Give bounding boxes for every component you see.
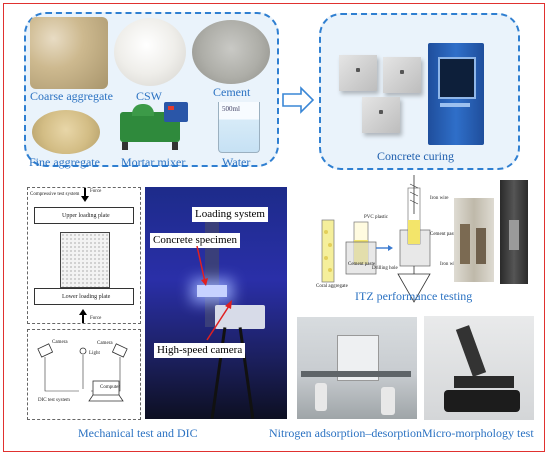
drilling-hole-label: Drilling hole [372, 266, 398, 271]
concrete-specimen-label: Concrete specimen [150, 233, 240, 248]
camera-left-label: Camera [52, 340, 68, 345]
curing-chamber-photo [428, 43, 484, 145]
nitrogen-adsorption-photo [297, 317, 417, 419]
force-bottom-label: Force [90, 316, 102, 321]
dic-system-label: DIC test system [38, 398, 70, 403]
itz-fixture-photo [500, 180, 528, 284]
specimen-pointer-icon [196, 246, 208, 286]
camera-pointer-icon [206, 300, 232, 341]
camera-right-label: Camera [97, 341, 113, 346]
itz-caption: ITZ performance testing [355, 289, 473, 303]
itz-sample-photo [454, 198, 494, 282]
coarse-aggregate-label: Coarse aggregate [30, 89, 113, 103]
fine-aggregate-label: Fine aggregate [29, 155, 100, 169]
micro-morphology-caption: Micro-morphology test [422, 426, 534, 440]
outer-frame [3, 3, 545, 452]
iron-wire-bottom-label: Iron wire [440, 262, 459, 267]
light-label: Light [89, 351, 100, 356]
force-top-arrow-icon [81, 188, 89, 202]
concrete-cube-1 [339, 55, 377, 91]
concrete-cube-2 [383, 57, 421, 93]
upper-plate-label: Upper loading plate [62, 213, 110, 219]
cement-paste-label-2: Cement paste [430, 232, 458, 237]
process-arrow-icon [282, 86, 315, 114]
compressive-system-label: Compressive test system [30, 192, 80, 197]
mortar-mixer-photo [112, 98, 204, 154]
force-top-label: Force [90, 189, 102, 194]
fine-aggregate-photo [32, 110, 100, 154]
cement-label: Cement [213, 85, 251, 99]
mortar-mixer-label: Mortar mixer [121, 155, 186, 169]
pvc-plastic-label: PVC plastic [364, 215, 389, 220]
loading-system-photo [145, 187, 287, 419]
water-label: Water [222, 155, 251, 169]
cement-photo [192, 20, 270, 84]
compressive-system-box [27, 187, 141, 324]
upper-loading-plate [34, 207, 134, 224]
iron-wire-top-label: Iron wire [430, 196, 449, 201]
csw-photo [114, 18, 186, 86]
micro-morphology-photo [424, 316, 534, 420]
mechanical-test-caption: Mechanical test and DIC [78, 426, 198, 440]
cement-paste-label-1: Cement paste [348, 262, 376, 267]
force-bottom-arrow-icon [79, 309, 87, 323]
nitrogen-caption: Nitrogen adsorption–desorption [269, 426, 422, 440]
concrete-specimen-sketch [60, 232, 110, 288]
water-beaker-photo: 500ml [212, 98, 264, 156]
lower-plate-label: Lower loading plate [62, 294, 111, 300]
dic-system-box [27, 329, 141, 420]
itz-schematic [321, 175, 431, 303]
csw-label: CSW [136, 89, 163, 103]
loading-system-label: Loading system [192, 207, 268, 222]
high-speed-camera-label: High-speed camera [154, 343, 246, 358]
dic-setup-sketch [37, 343, 128, 402]
beaker-volume-mark: 500ml [222, 105, 240, 113]
coarse-aggregate-photo [30, 17, 108, 89]
computer-label: Computer [100, 385, 120, 390]
concrete-cube-3 [362, 97, 400, 133]
coral-aggregate-label: Coral aggregate [316, 284, 348, 289]
lower-loading-plate [34, 288, 134, 305]
concrete-curing-label: Concrete curing [377, 149, 454, 163]
